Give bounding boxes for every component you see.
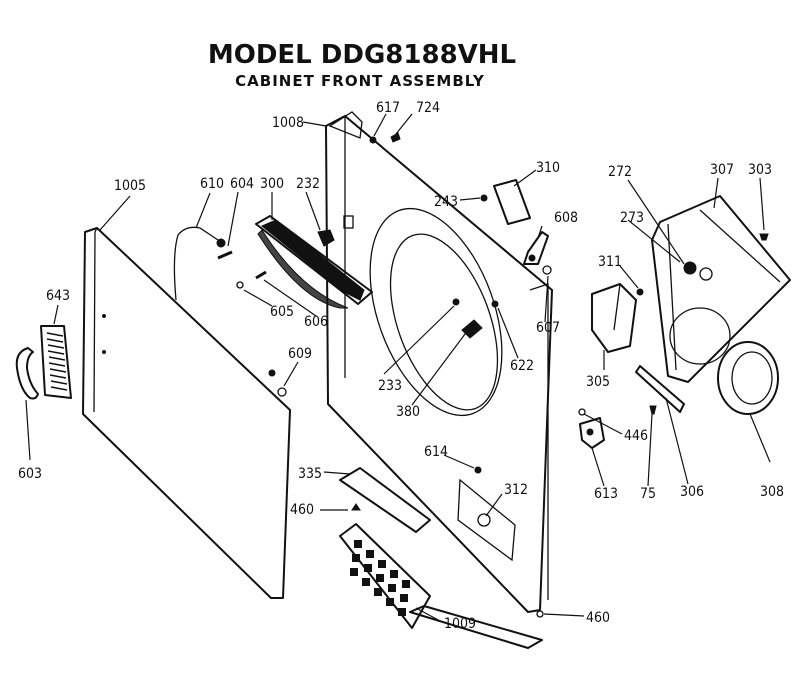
front-panel-part <box>82 227 291 599</box>
callout-232: 232 <box>296 176 320 192</box>
callout-609: 609 <box>288 346 312 362</box>
callout-605: 605 <box>270 304 294 320</box>
callout-610: 610 <box>200 176 224 192</box>
callout-311: 311 <box>598 254 622 270</box>
toe-plate-part <box>339 467 431 533</box>
grille-part <box>339 523 431 629</box>
callout-1005: 1005 <box>114 178 146 194</box>
callout-300: 300 <box>260 176 284 192</box>
callout-613: 613 <box>594 486 618 502</box>
callout-272: 272 <box>608 164 632 180</box>
callout-724: 724 <box>416 100 440 116</box>
callout-606: 606 <box>304 314 328 330</box>
door-switch-part <box>523 231 549 265</box>
callout-446: 446 <box>624 428 648 444</box>
lint-strip-part <box>635 365 685 413</box>
callout-307: 307 <box>710 162 734 178</box>
bottom-rail-part <box>409 605 543 649</box>
callout-305: 305 <box>586 374 610 390</box>
callout-643: 643 <box>46 288 70 304</box>
wire-connector-part <box>216 238 226 248</box>
control-panel-part <box>255 215 373 309</box>
callout-460-upper: 460 <box>290 502 314 518</box>
latch-part <box>579 417 605 449</box>
screw-part <box>217 250 233 260</box>
bracket-part <box>493 179 531 225</box>
callout-607: 607 <box>536 320 560 336</box>
callout-603: 603 <box>18 466 42 482</box>
callout-303: 303 <box>748 162 772 178</box>
callout-460-lower: 460 <box>586 610 610 626</box>
callout-308: 308 <box>760 484 784 500</box>
page-subtitle: CABINET FRONT ASSEMBLY <box>235 72 485 90</box>
page-title: MODEL DDG8188VHL <box>208 40 516 70</box>
callout-380: 380 <box>396 404 420 420</box>
callout-608: 608 <box>554 210 578 226</box>
small-fasteners <box>236 132 769 618</box>
callout-614: 614 <box>424 444 448 460</box>
door-handle-part <box>15 347 39 400</box>
callout-1008: 1008 <box>272 115 304 131</box>
callout-273: 273 <box>620 210 644 226</box>
callout-622: 622 <box>510 358 534 374</box>
switch-housing-part <box>591 283 637 353</box>
badge-part <box>40 325 72 399</box>
callout-233: 233 <box>378 378 402 394</box>
leader-lines <box>25 113 771 623</box>
wire-harness-part <box>173 226 219 301</box>
seal-ring-part <box>717 341 779 415</box>
callout-310: 310 <box>536 160 560 176</box>
callout-75: 75 <box>640 486 656 502</box>
callout-617: 617 <box>376 100 400 116</box>
callout-335: 335 <box>298 466 322 482</box>
callout-306: 306 <box>680 484 704 500</box>
callout-243: 243 <box>434 194 458 210</box>
callout-312: 312 <box>504 482 528 498</box>
callout-604: 604 <box>230 176 254 192</box>
callout-1009: 1009 <box>444 616 476 632</box>
callout-labels: 1008 617 724 310 272 307 303 1005 610 60… <box>18 100 784 632</box>
